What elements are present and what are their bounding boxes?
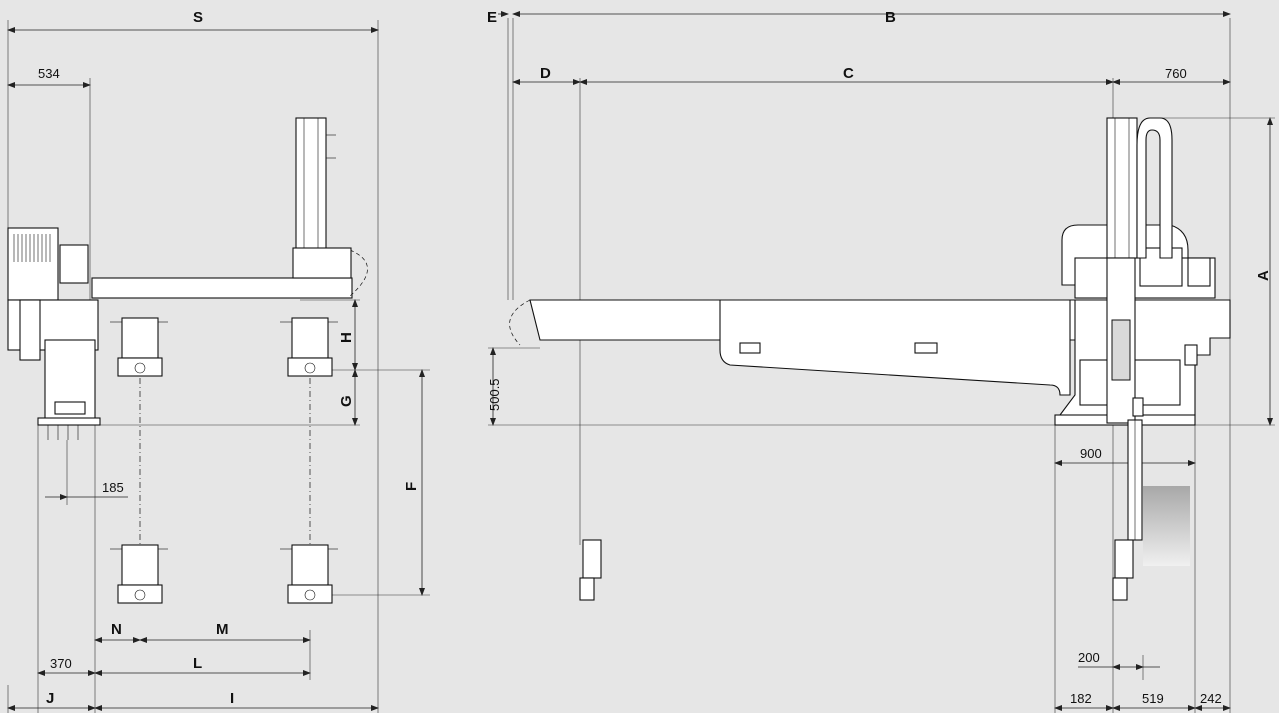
label-g: G xyxy=(338,395,355,407)
value-200: 200 xyxy=(1078,650,1100,665)
value-760: 760 xyxy=(1165,66,1187,81)
label-f: F xyxy=(403,482,420,491)
label-s: S xyxy=(193,9,203,26)
gripper-top-left xyxy=(110,317,168,377)
value-185: 185 xyxy=(102,480,124,495)
label-j: J xyxy=(46,690,54,707)
gripper-top-right xyxy=(280,317,338,377)
label-b: B xyxy=(885,9,896,26)
value-534: 534 xyxy=(38,66,60,81)
gripper-front-left xyxy=(579,539,602,601)
value-182: 182 xyxy=(1070,691,1092,706)
value-370: 370 xyxy=(50,656,72,671)
label-h: H xyxy=(338,332,355,343)
label-a: A xyxy=(1255,270,1272,281)
label-d: D xyxy=(540,65,551,82)
label-e: E xyxy=(487,9,497,26)
front-view xyxy=(488,11,1275,713)
label-m: M xyxy=(216,621,229,638)
value-519: 519 xyxy=(1142,691,1164,706)
label-c: C xyxy=(843,65,854,82)
mold-area xyxy=(1143,486,1190,566)
gripper-bottom-right xyxy=(280,544,338,604)
value-500-5: 500.5 xyxy=(487,378,502,411)
gripper-bottom-left xyxy=(110,544,168,604)
value-900: 900 xyxy=(1080,446,1102,461)
label-l: L xyxy=(193,655,202,672)
value-242: 242 xyxy=(1200,691,1222,706)
label-n: N xyxy=(111,621,122,638)
gripper-front-down xyxy=(1112,539,1134,601)
label-i: I xyxy=(230,690,234,707)
side-view xyxy=(7,20,430,713)
